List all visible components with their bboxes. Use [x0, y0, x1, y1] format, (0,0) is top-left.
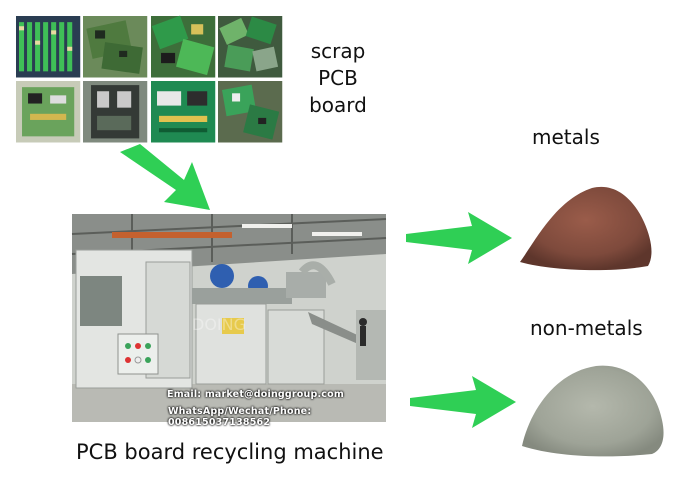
metal-powder-photo: [516, 170, 656, 274]
svg-text:DOING: DOING: [192, 315, 246, 334]
metals-label: metals: [532, 125, 600, 149]
scrap-label-line-3: board: [309, 93, 367, 117]
pcb-photo-1: [16, 16, 81, 78]
machine-label: PCB board recycling machine: [76, 440, 384, 464]
scrap-pcb-board-label: scrap PCB board: [306, 38, 370, 119]
scrap-pcb-photo-grid: [16, 15, 282, 142]
pcb-photo-8: [217, 80, 282, 142]
right-arrow-metals-icon: [406, 212, 514, 264]
pcb-photo-5: [16, 80, 81, 142]
pcb-photo-6: [83, 80, 148, 142]
scrap-label-line-1: scrap: [310, 39, 366, 63]
recycling-machine-photo: DOING Email: market@doinggroup.com Whats…: [71, 214, 387, 428]
pcb-photo-3: [150, 15, 215, 78]
contact-phone-text: WhatsApp/Wechat/Phone: 008615037138562: [168, 406, 312, 428]
scrap-label-line-2: PCB: [318, 66, 358, 90]
down-arrow-icon: [118, 144, 214, 214]
nonmetal-powder-photo: [516, 350, 676, 460]
pcb-photo-2: [83, 16, 148, 78]
right-arrow-nonmetals-icon: [410, 376, 518, 428]
non-metals-label: non-metals: [530, 316, 643, 340]
contact-email-text: Email: market@doinggroup.com: [167, 389, 344, 400]
pcb-photo-7: [150, 80, 215, 142]
pcb-photo-4: [217, 16, 282, 78]
